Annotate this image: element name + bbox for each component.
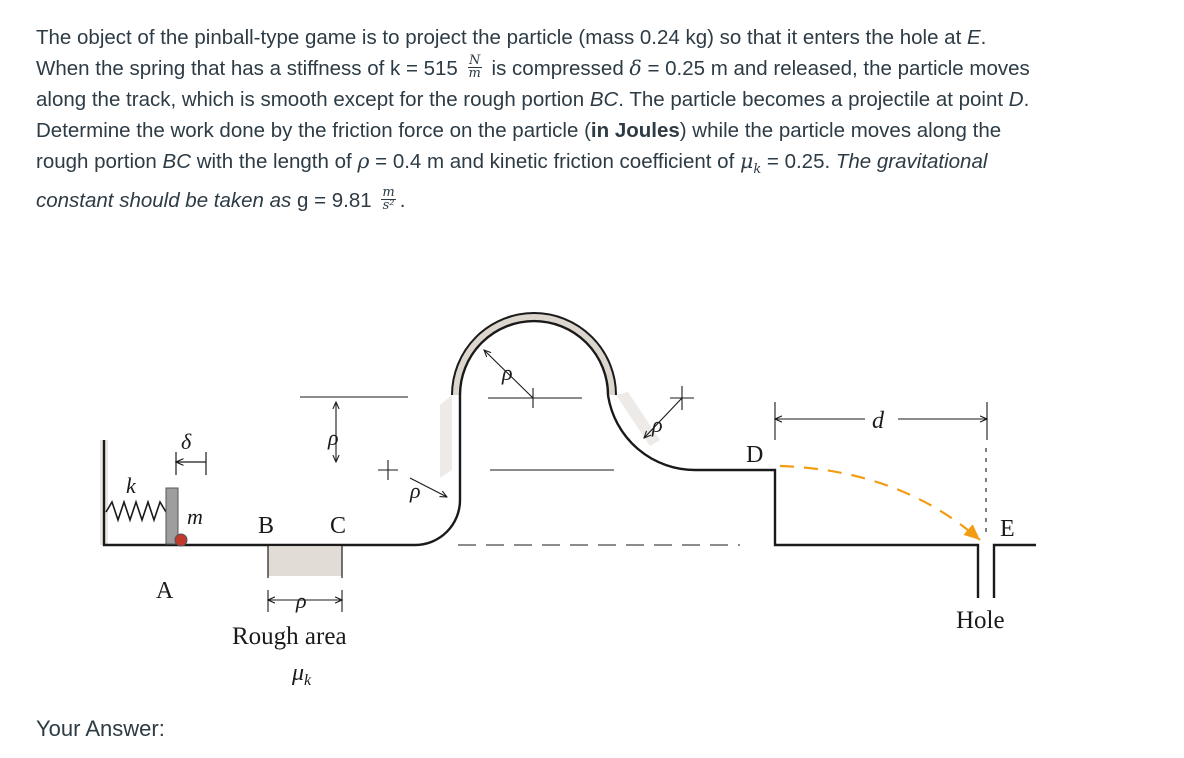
- projectile-trajectory: [779, 464, 981, 541]
- rough-area: [268, 546, 342, 576]
- pinball-figure: k δ m A B C ρ ρ ρ ρ ρ Rough area μk D d …: [100, 312, 1036, 689]
- label-rho-arc2: ρ: [651, 412, 663, 437]
- label-rho-loop: ρ: [501, 360, 513, 385]
- label-A: A: [156, 578, 174, 604]
- label-mu-k: μk: [291, 660, 312, 689]
- label-d: d: [872, 408, 885, 434]
- label-C: C: [330, 513, 346, 539]
- track: [102, 312, 1036, 598]
- label-k: k: [126, 473, 137, 498]
- dimension-lines: [268, 350, 987, 612]
- rho-vertical-dimension: [300, 396, 408, 480]
- label-hole: Hole: [956, 607, 1005, 634]
- label-D: D: [746, 442, 763, 468]
- label-m: m: [187, 504, 203, 529]
- label-E: E: [1000, 516, 1015, 542]
- answer-label: Your Answer:: [36, 716, 165, 741]
- label-B: B: [258, 513, 274, 539]
- label-delta: δ: [181, 429, 192, 454]
- question-text: The object of the pinball-type game is t…: [36, 26, 1030, 214]
- label-rough-area: Rough area: [232, 623, 347, 650]
- label-rho-arc1: ρ: [409, 478, 421, 503]
- spring: [105, 499, 167, 523]
- label-rho-rough: ρ: [295, 588, 307, 613]
- plunger: [165, 487, 179, 545]
- delta-dimension: [176, 452, 207, 475]
- label-rho-vertical: ρ: [327, 425, 339, 450]
- particle-ball: [174, 533, 188, 547]
